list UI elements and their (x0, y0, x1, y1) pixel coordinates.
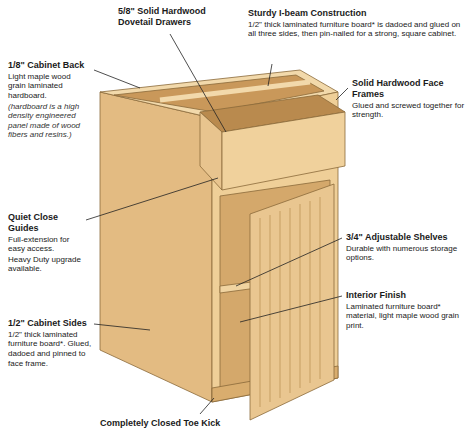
callout-heading: Interior Finish (346, 290, 468, 301)
door-groove (270, 215, 271, 402)
callout-text: Light maple wood grain laminated hardboa… (8, 72, 90, 101)
callout-text: Heavy Duty upgrade available. (8, 255, 86, 274)
i-beam-rail (160, 82, 310, 100)
door-groove (310, 201, 311, 383)
callout-heading: 1/2" Cabinet Sides (8, 318, 94, 329)
callout-heading: Quiet Close Guides (8, 212, 84, 234)
drawer-box-side (200, 112, 222, 190)
callout-heading: Completely Closed Toe Kick (100, 418, 250, 429)
leader-line (86, 178, 218, 220)
leader-line (94, 324, 150, 330)
callout-heading: 3/4" Adjustable Shelves (346, 232, 468, 243)
callout-heading: 5/8" Solid Hardwood Dovetail Drawers (118, 6, 218, 28)
callout-text: Glued and screwed together for strength. (352, 101, 468, 120)
callout-text: Laminated furniture board* material, lig… (346, 302, 468, 331)
leader-line (268, 64, 272, 86)
leader-line (236, 238, 342, 286)
callout-text: 1/2" thick laminated furniture board*. G… (8, 330, 94, 368)
callout-heading: Sturdy I-beam Construction (248, 8, 468, 19)
door-groove (300, 204, 301, 388)
door-groove (290, 208, 291, 393)
leader-line (336, 88, 348, 100)
open-door (250, 184, 334, 420)
door-groove (320, 197, 321, 379)
callout-text: Full-extension for easy access. (8, 235, 86, 254)
leader-line (170, 34, 226, 132)
left-side-panel (100, 92, 212, 402)
leader-line (200, 398, 214, 414)
leader-lines (86, 34, 348, 414)
drawer-front (222, 112, 345, 190)
callout-text: Durable with numerous storage options. (346, 244, 468, 263)
callout-heading: 1/8" Cabinet Back (8, 60, 96, 71)
leader-line (240, 296, 342, 322)
callout-text: (hardboard is a high density engineered … (8, 102, 92, 140)
door-groove (280, 211, 281, 398)
callout-heading: Solid Hardwood Face Frames (352, 78, 468, 100)
cabinet-body (100, 70, 345, 420)
door-groove (260, 218, 261, 407)
callout-text: 1/2" thick laminated furniture board* is… (248, 20, 463, 39)
door-grooves (260, 197, 320, 407)
leader-line (94, 70, 140, 88)
